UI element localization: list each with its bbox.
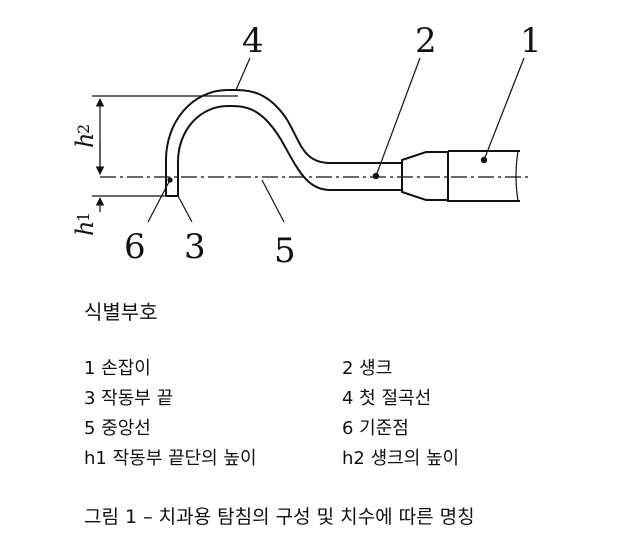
dim-h1-main: h — [71, 221, 99, 236]
callout-2: 2 — [415, 21, 437, 61]
legend-item: 6 기준점 — [342, 418, 409, 439]
leader-dot-6 — [167, 177, 173, 183]
figure-caption: 그림 1 – 치과용 탐침의 구성 및 치수에 따른 명칭 — [84, 506, 475, 528]
leader-lines — [147, 57, 525, 223]
dental-explorer-diagram: 4 2 1 6 3 5 h 2 h 1 — [71, 21, 542, 271]
legend-title: 식별부호 — [84, 300, 158, 324]
legend-item: h1 작동부 끝단의 높이 — [84, 448, 257, 469]
shank-and-hook — [165, 88, 402, 197]
callout-4: 4 — [242, 21, 264, 61]
legend-item: 2 섕크 — [342, 358, 393, 379]
legend-item: 1 손잡이 — [84, 358, 151, 379]
legend-item: 5 중앙선 — [84, 418, 151, 439]
callout-3: 3 — [184, 227, 206, 267]
legend-item: h2 섕크의 높이 — [342, 448, 460, 469]
leader-dot-1 — [480, 156, 488, 164]
dim-h1-sub: 1 — [74, 212, 93, 222]
dim-label-h2: h 2 — [71, 124, 99, 148]
callout-5: 5 — [274, 231, 296, 271]
dim-h2-sub: 2 — [74, 124, 93, 134]
callout-1: 1 — [520, 21, 542, 61]
dim-label-h1: h 1 — [71, 212, 99, 236]
ferrule — [401, 151, 449, 201]
dimension-lines — [92, 95, 238, 212]
callout-6: 6 — [124, 227, 146, 267]
dim-h2-main: h — [71, 133, 99, 148]
legend-item: 4 첫 절곡선 — [342, 388, 432, 409]
legend-item: 3 작동부 끝 — [84, 388, 174, 409]
leader-dot-2 — [372, 172, 380, 180]
